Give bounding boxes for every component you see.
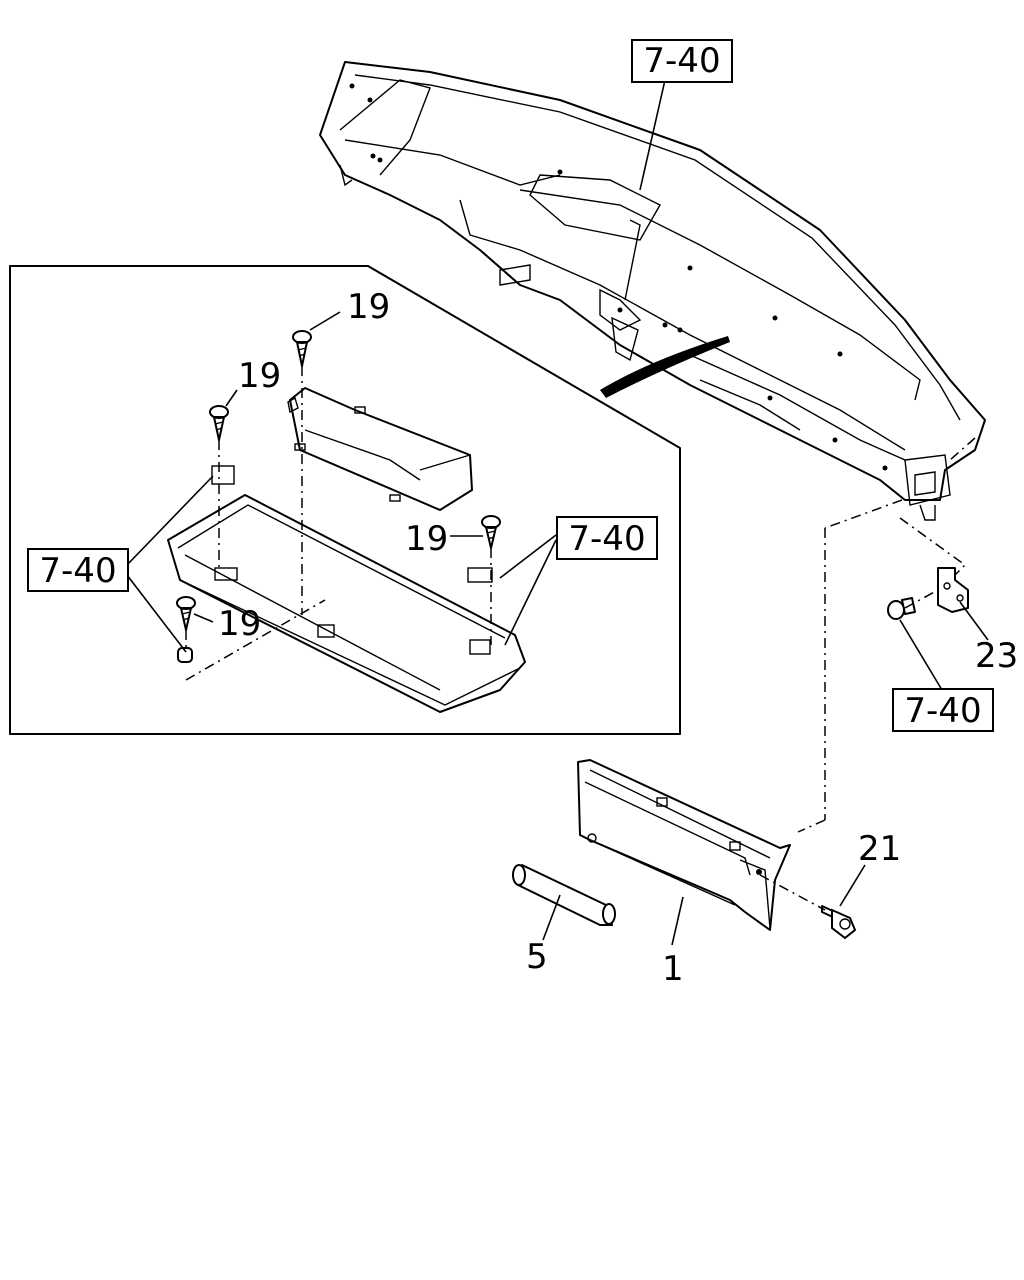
glove-box-bracket: [287, 387, 473, 511]
reference-label-top: 7-40: [643, 41, 720, 81]
bolt-7-40: [887, 597, 916, 620]
detail-inset-frame: [9, 265, 681, 735]
glove-box-assembly: [577, 759, 791, 931]
callout-part-21: 21: [858, 829, 901, 869]
screw-19-right: [481, 515, 501, 549]
reference-label-bottom-right: 7-40: [904, 691, 981, 731]
callout-part-1: 1: [662, 949, 684, 989]
bolt-21: [821, 905, 857, 940]
screw-19-top: [292, 330, 312, 367]
stopper-rod: [512, 864, 616, 926]
reference-box-top[interactable]: 7-40: [631, 39, 733, 83]
callout-screw-19-top: 19: [347, 287, 390, 327]
callout-screw-19-right: 19: [405, 519, 448, 559]
screw-19-left: [209, 405, 229, 441]
reference-label-right-inner: 7-40: [568, 519, 645, 559]
reference-box-bottom-right[interactable]: 7-40: [892, 688, 994, 732]
bracket-23: [937, 567, 969, 613]
callout-screw-19-left: 19: [238, 356, 281, 396]
callout-screw-19-bottom: 19: [218, 604, 261, 644]
reference-box-right-inner[interactable]: 7-40: [556, 516, 658, 560]
reference-label-left: 7-40: [39, 551, 116, 591]
glove-box-tray: [167, 465, 526, 713]
reference-box-left[interactable]: 7-40: [27, 548, 129, 592]
alignment-lines: [185, 366, 976, 911]
callout-part-23: 23: [975, 636, 1018, 676]
instrument-panel: [319, 61, 986, 521]
screw-19-bottom: [176, 596, 196, 631]
callout-part-5: 5: [526, 937, 548, 977]
leader-lines: [126, 79, 989, 946]
